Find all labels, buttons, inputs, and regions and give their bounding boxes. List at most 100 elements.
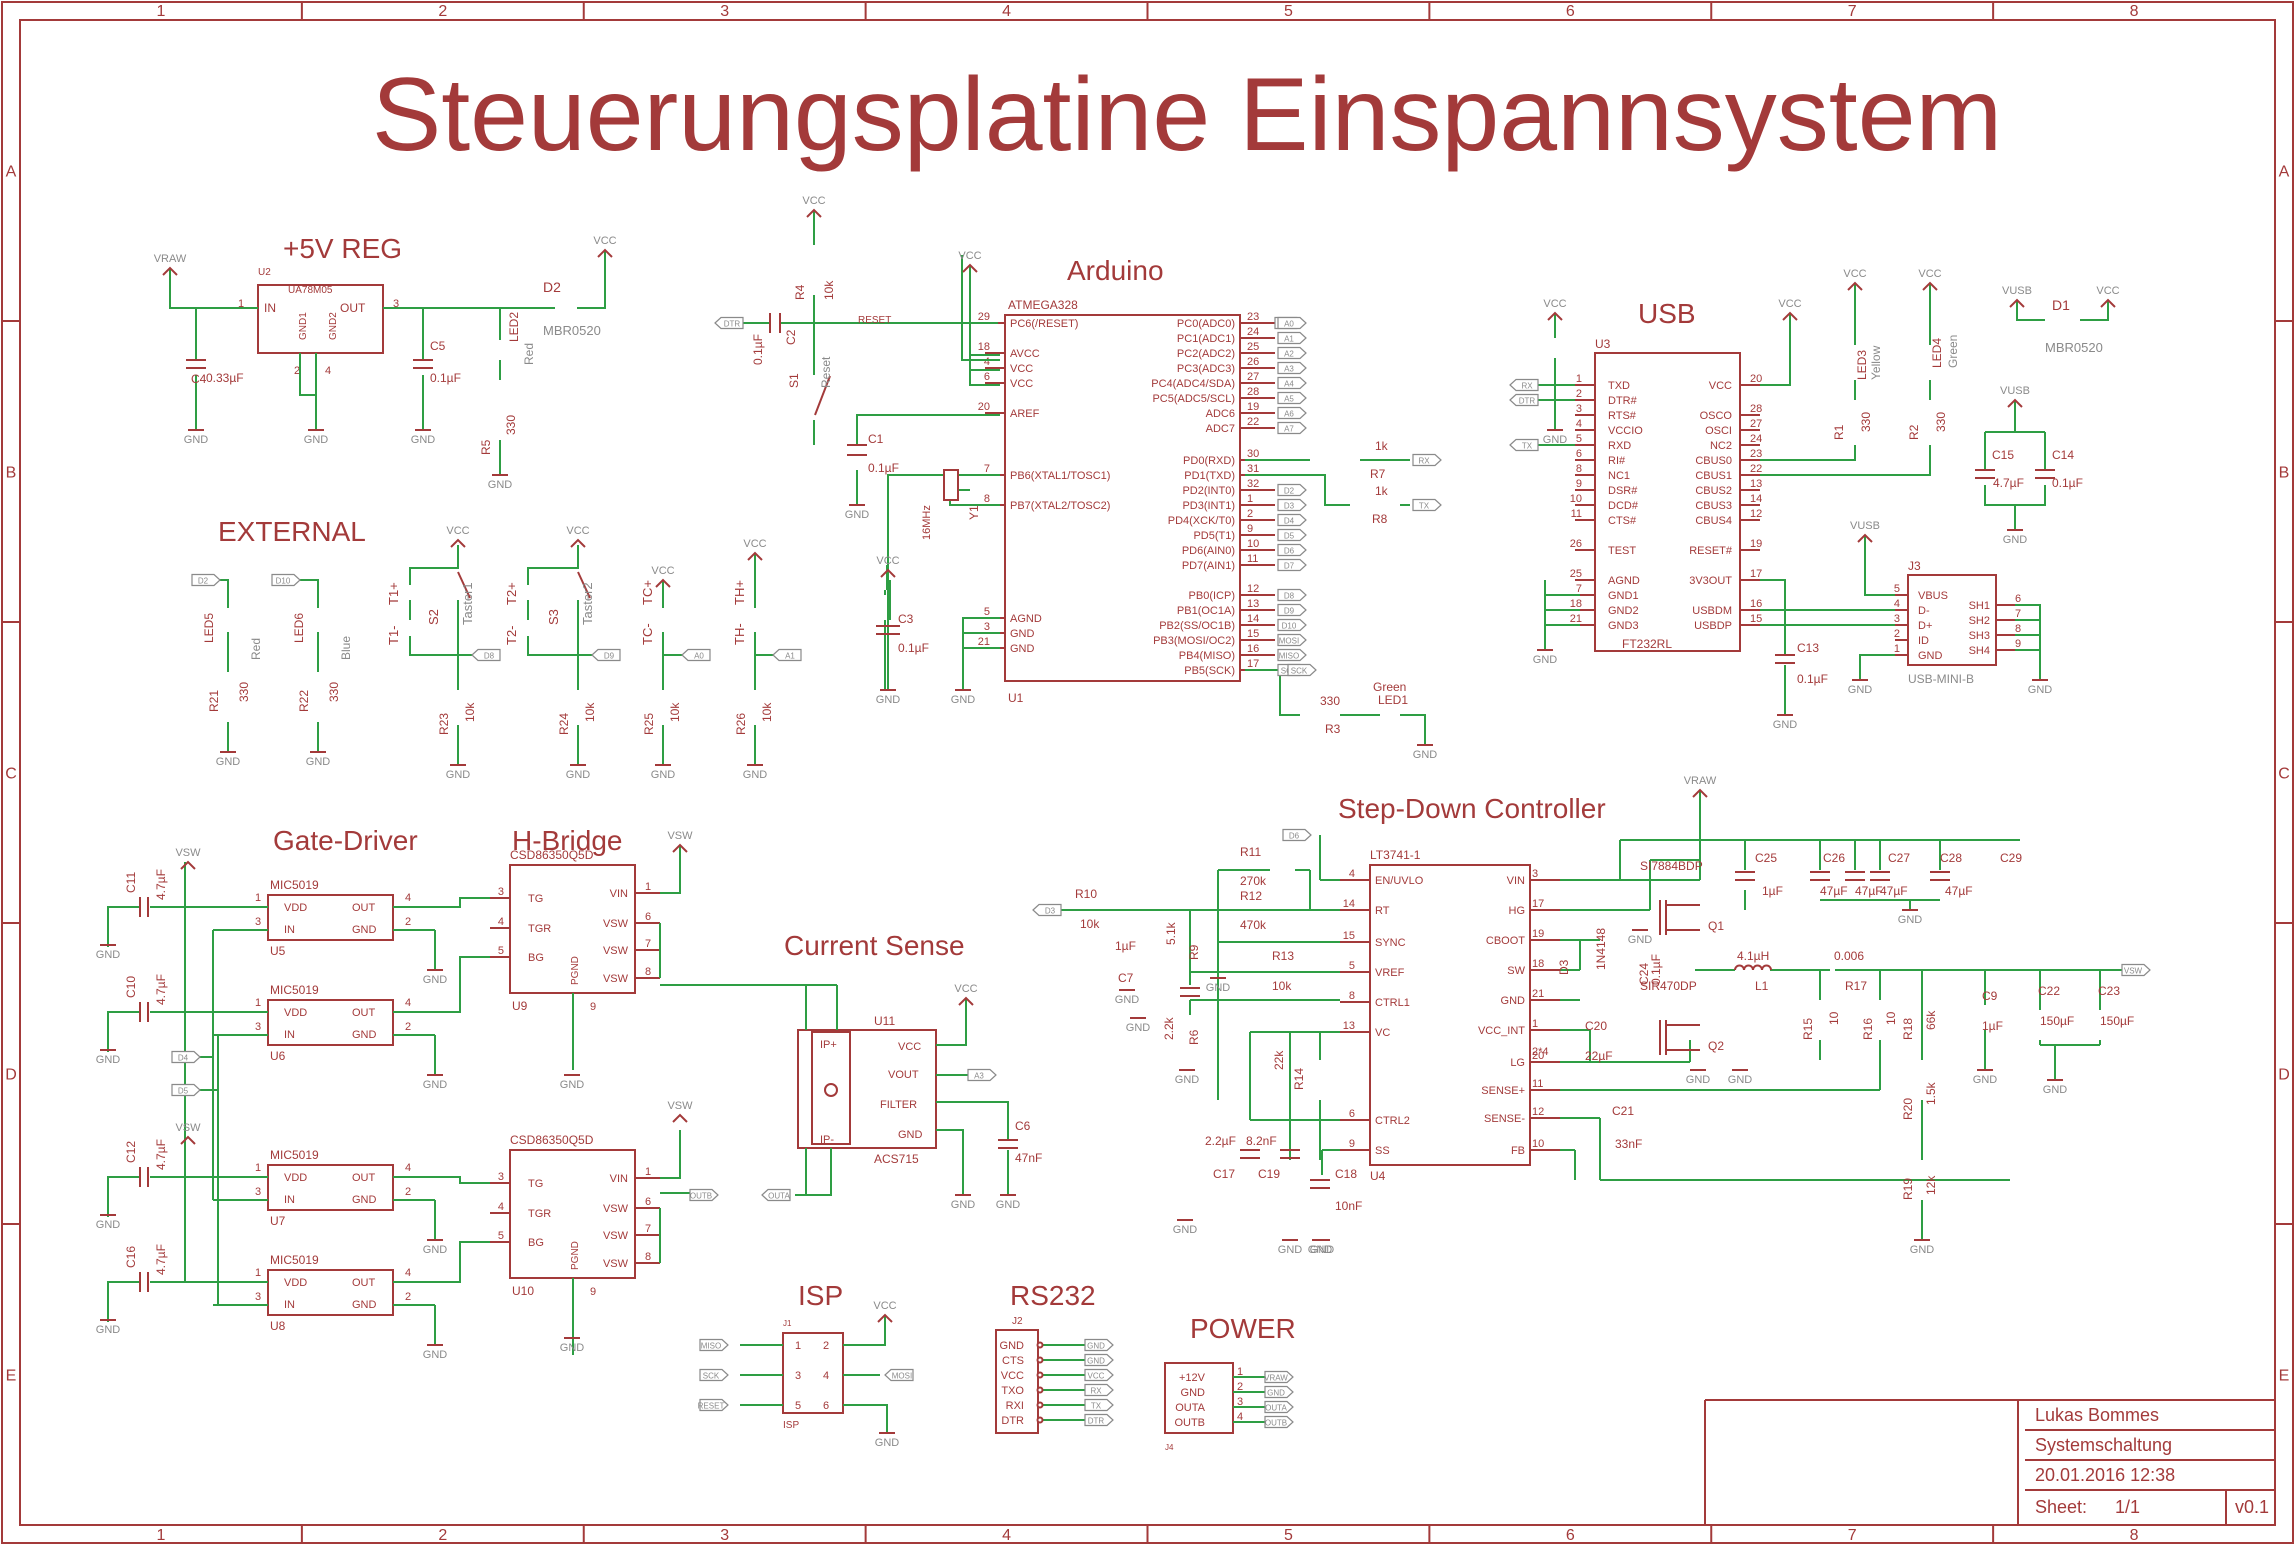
net-flag (967, 1068, 997, 1082)
acs-filter: FILTER (880, 1099, 917, 1111)
net-flag-text: D8 (1284, 592, 1295, 601)
c6-value: 47nF (1015, 1151, 1042, 1165)
supply-label: VSW (667, 1100, 693, 1112)
net-flag (1084, 1413, 1114, 1427)
gnd-label: GND (566, 769, 591, 781)
usb-mini-b-body (1907, 574, 1997, 666)
usb-j3-right-num: 6 (2015, 593, 2021, 605)
acs-ip-minus: IP- (820, 1134, 834, 1146)
mic5019-pin-vdd: VDD (284, 1007, 307, 1019)
atmega-right-pin: ADC6 (1206, 408, 1235, 420)
lt3741-left-num: 15 (1343, 930, 1355, 942)
mosfet-ref: Q1 (1708, 919, 1724, 933)
gnd-label: GND (423, 1244, 448, 1256)
gnd-label: GND (423, 974, 448, 986)
net-flag (1277, 558, 1307, 572)
t1-minus: T1- (386, 626, 401, 646)
lt3741-left-pin: EN/UVLO (1375, 875, 1424, 887)
mic5019-body (267, 999, 394, 1046)
supply-arrow (806, 208, 822, 218)
s1-name: S1 (787, 373, 801, 388)
net-flag-text: RESET (698, 1402, 725, 1411)
atmega-left-pin-num: 21 (978, 636, 990, 648)
mic5019-ref: U7 (270, 1214, 286, 1228)
net-flag-text: D5 (1284, 532, 1295, 541)
supply-label: VCC (1843, 268, 1866, 280)
gnd-label: GND (1206, 982, 1231, 994)
ft232-right-pin-num: 19 (1750, 538, 1762, 550)
atmega-left-pin: VCC (1010, 363, 1033, 375)
rs232-pin-name: VCC (1001, 1370, 1024, 1382)
stepdown-c19: C19 (1258, 1167, 1280, 1181)
gnd-label: GND (1533, 654, 1558, 666)
gnd-label: GND (423, 1349, 448, 1361)
t2-plus: T2+ (504, 582, 519, 605)
rs232-connector-body (995, 1329, 1039, 1434)
title-author: Lukas Bommes (2035, 1405, 2159, 1425)
net-flag-text: A6 (1284, 410, 1294, 419)
acs-vcc: VCC (898, 1041, 921, 1053)
csd86350-right-num: 7 (645, 938, 651, 950)
net-flag-text: SCK (703, 1372, 720, 1381)
c3-value: 0.1µF (898, 641, 929, 655)
supply-arrow (877, 1313, 893, 1323)
net-flag-text: D5 (178, 1087, 189, 1096)
gate-cap-value: 4.7µF (154, 1244, 168, 1275)
ft232-right-pin-num: 27 (1750, 418, 1762, 430)
stepdown-c20v: 22µF (1585, 1049, 1613, 1063)
lt3741-right-num: 18 (1532, 958, 1544, 970)
frame-row-label: C (2278, 766, 2290, 783)
heading-gate-driver: Gate-Driver (273, 825, 418, 856)
csd86350-part: CSD86350Q5D (510, 848, 594, 862)
r7-value: 1k (1375, 439, 1389, 453)
r26-value: 10k (760, 702, 774, 722)
atmega-right-pin: PD4(XCK/T0) (1168, 515, 1235, 527)
lt3741-left-pin: CTRL1 (1375, 997, 1410, 1009)
stepdown-r14: R14 (1292, 1068, 1306, 1090)
gnd-label: GND (1773, 719, 1798, 731)
lt3741-right-num: 10 (1532, 1138, 1544, 1150)
net-flag-text: A2 (1284, 350, 1294, 359)
csd86350-right-num: 1 (645, 1166, 651, 1178)
stepdown-c150-value: 150µF (2100, 1014, 2134, 1028)
mic5019-body (267, 1164, 394, 1211)
s1-value: Reset (819, 356, 833, 388)
stepdown-c23: C23 (2098, 984, 2120, 998)
mic5019-pin-num: 2 (405, 1021, 411, 1033)
gnd-label: GND (1175, 1074, 1200, 1086)
power-pin-name: GND (1181, 1387, 1206, 1399)
stepdown-c9: C9 (1982, 989, 1998, 1003)
supply-arrow (1782, 311, 1798, 321)
current-sense-block: U11 ACS715 IP+ IP- VCC VOUT FILTER GND C… (795, 985, 1042, 1196)
y1-value: 16MHz (921, 505, 933, 540)
supply-label: VUSB (2000, 385, 2030, 397)
usb-j3-right-num: 7 (2015, 608, 2021, 620)
supply-arrow (672, 843, 688, 853)
ft232-right-pin: RESET# (1689, 545, 1733, 557)
acs-ip-plus: IP+ (820, 1039, 837, 1051)
lt3741-left-num: 14 (1343, 898, 1355, 910)
net-flag (1277, 588, 1307, 602)
supply-label: VCC (954, 983, 977, 995)
lt3741-left-num: 9 (1349, 1138, 1355, 1150)
u2-pin-4: 4 (325, 365, 331, 377)
atmega-right-pin-num: 15 (1247, 628, 1259, 640)
stepdown-d3: D3 (1557, 959, 1571, 975)
atmega-ref: U1 (1008, 691, 1024, 705)
gnd-label: GND (560, 1079, 585, 1091)
led4-color: Green (1946, 335, 1960, 368)
supply-label: VSW (175, 847, 201, 859)
frame-row-label: E (2279, 1368, 2290, 1385)
power-pin-num: 4 (1237, 1411, 1243, 1423)
heading-arduino: Arduino (1067, 255, 1164, 286)
lt3741-right-num: 17 (1532, 898, 1544, 910)
r2-value: 330 (1934, 412, 1948, 432)
mic5019-pin-num: 3 (255, 1291, 261, 1303)
stepdown-r19: R19 (1901, 1178, 1915, 1200)
supply-arrow (747, 551, 763, 561)
mic5019-pin-num: 4 (405, 997, 411, 1009)
gate-cap-name: C16 (124, 1246, 138, 1268)
stepdown-c47-value: 47µF (1945, 884, 1973, 898)
